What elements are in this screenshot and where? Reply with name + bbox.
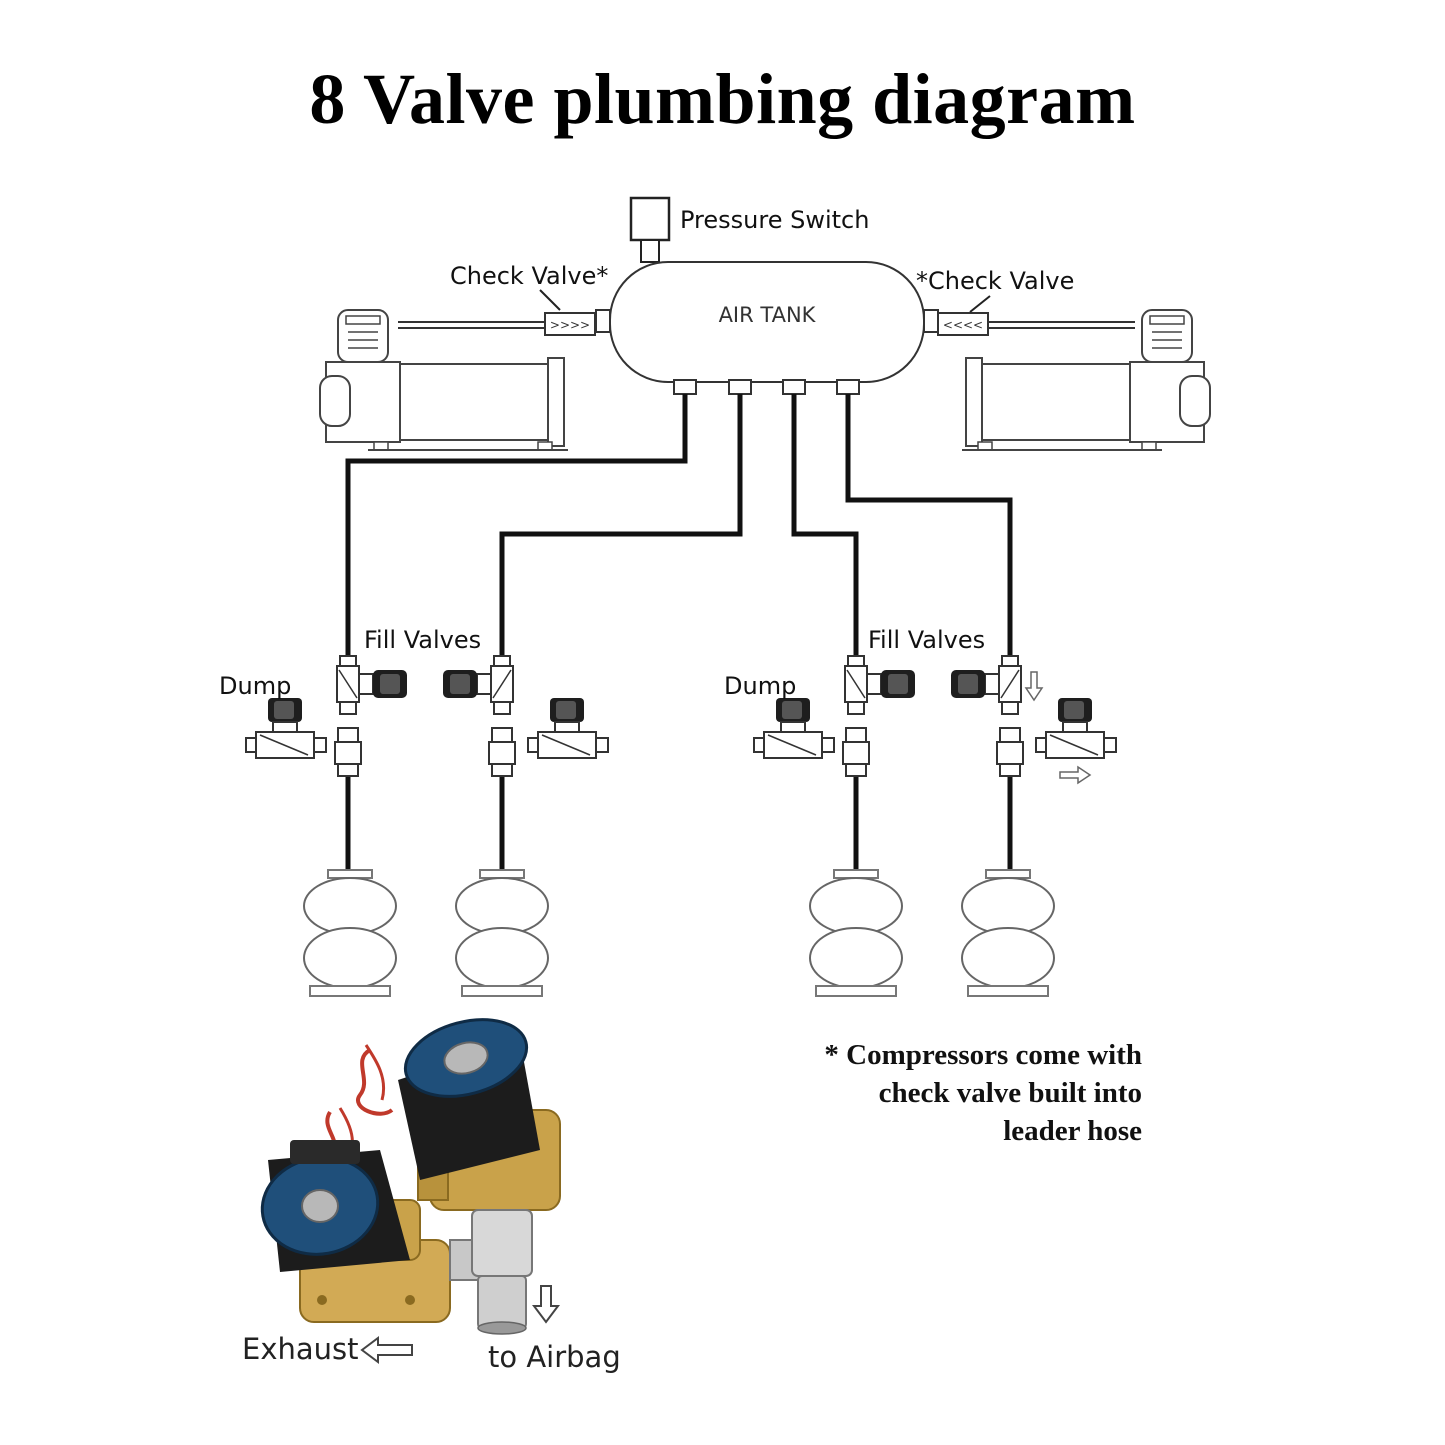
compressor-note: * Compressors come with check valve buil…: [780, 1036, 1142, 1150]
diagram-title: 8 Valve plumbing diagram: [309, 59, 1136, 139]
flow-down-arrow-icon: [1024, 671, 1044, 702]
check-valve-left: >>>>: [398, 289, 596, 336]
dump-valve-3: [753, 697, 835, 759]
note-line-2: check valve built into: [878, 1077, 1142, 1109]
pressure-switch-label: Pressure Switch: [680, 206, 870, 234]
dump-valve-1: [245, 697, 327, 759]
tee-2: [488, 727, 516, 777]
airbag-3: [809, 869, 903, 997]
to-airbag-label: to Airbag: [488, 1340, 621, 1374]
note-line-3: leader hose: [1003, 1115, 1142, 1147]
check-valve-right-label: *Check Valve: [916, 267, 1075, 295]
solenoid-valve-photo: [260, 1018, 561, 1364]
tee-4: [996, 727, 1024, 777]
check-arrows-right: <<<<: [943, 318, 983, 332]
fill-valves-left-label: Fill Valves: [364, 626, 482, 654]
check-arrows-left: >>>>: [550, 318, 590, 332]
fill-valve-1: [336, 655, 408, 715]
exhaust-label: Exhaust: [242, 1332, 359, 1366]
tee-3: [842, 727, 870, 777]
dump-valve-2: [527, 697, 609, 759]
airbag-4: [961, 869, 1055, 997]
check-valve-right: <<<<: [937, 295, 1135, 336]
fill-valve-4: [950, 655, 1022, 715]
check-valve-left-label: Check Valve*: [450, 262, 609, 290]
dump-valve-4: [1035, 697, 1117, 759]
pressure-switch: [629, 196, 671, 263]
airbag-2: [455, 869, 549, 997]
tee-1: [334, 727, 362, 777]
flow-right-arrow-icon: [1059, 765, 1092, 785]
dump-left-label: Dump: [219, 672, 292, 700]
exhaust-arrow-icon: [360, 1336, 413, 1364]
to-airbag-arrow-icon: [532, 1285, 560, 1324]
air-tank-label: AIR TANK: [719, 303, 817, 327]
air-lines: [345, 394, 1013, 870]
dump-right-label: Dump: [724, 672, 797, 700]
compressor-left: [319, 309, 569, 451]
air-tank: AIR TANK: [595, 261, 939, 395]
fill-valve-3: [844, 655, 916, 715]
fill-valves-right-label: Fill Valves: [868, 626, 986, 654]
airbag-1: [303, 869, 397, 997]
compressor-right: [961, 309, 1211, 451]
note-line-1: * Compressors come with: [824, 1039, 1142, 1071]
fill-valve-2: [442, 655, 514, 715]
